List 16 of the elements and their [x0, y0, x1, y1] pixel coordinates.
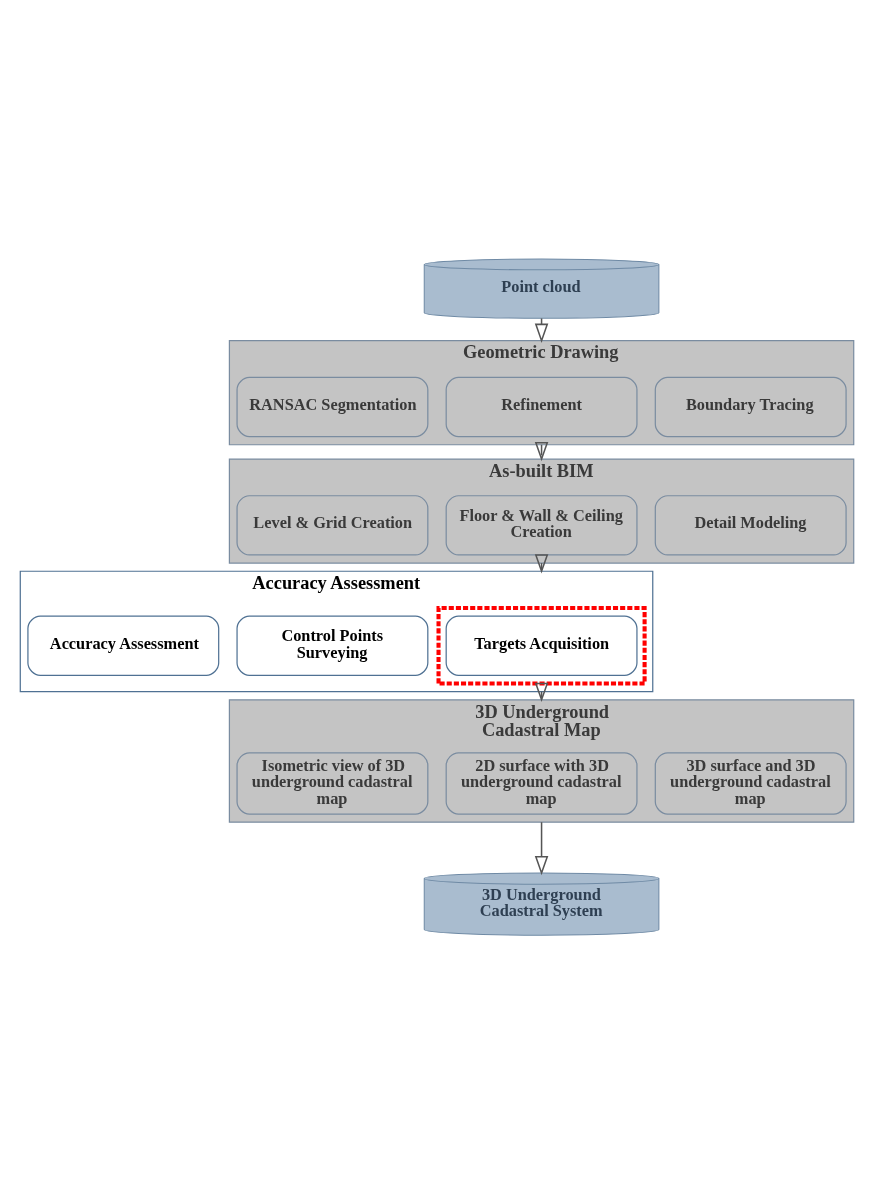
node-box: Isometric view of 3D underground cadastral map [236, 751, 429, 815]
node-box: Detail Modeling [654, 494, 847, 556]
arrow [534, 682, 549, 702]
node-box: Targets Acquisition [445, 615, 638, 676]
node-box: Floor & Wall & Ceiling Creation [445, 494, 638, 556]
node-box: 2D surface with 3D underground cadastral map [445, 751, 638, 815]
node-box: Level & Grid Creation [236, 494, 429, 556]
cluster [436, 605, 647, 685]
node-box: Refinement [445, 376, 638, 437]
arrow [534, 553, 549, 574]
node-box: Accuracy Assessment [27, 615, 220, 676]
node-box: Boundary Tracing [654, 376, 847, 437]
node-box: RANSAC Segmentation [236, 376, 429, 437]
arrow [534, 820, 549, 875]
node-box: 3D surface and 3D underground cadastral map [654, 751, 847, 815]
node-box: Control Points Surveying [236, 615, 429, 676]
